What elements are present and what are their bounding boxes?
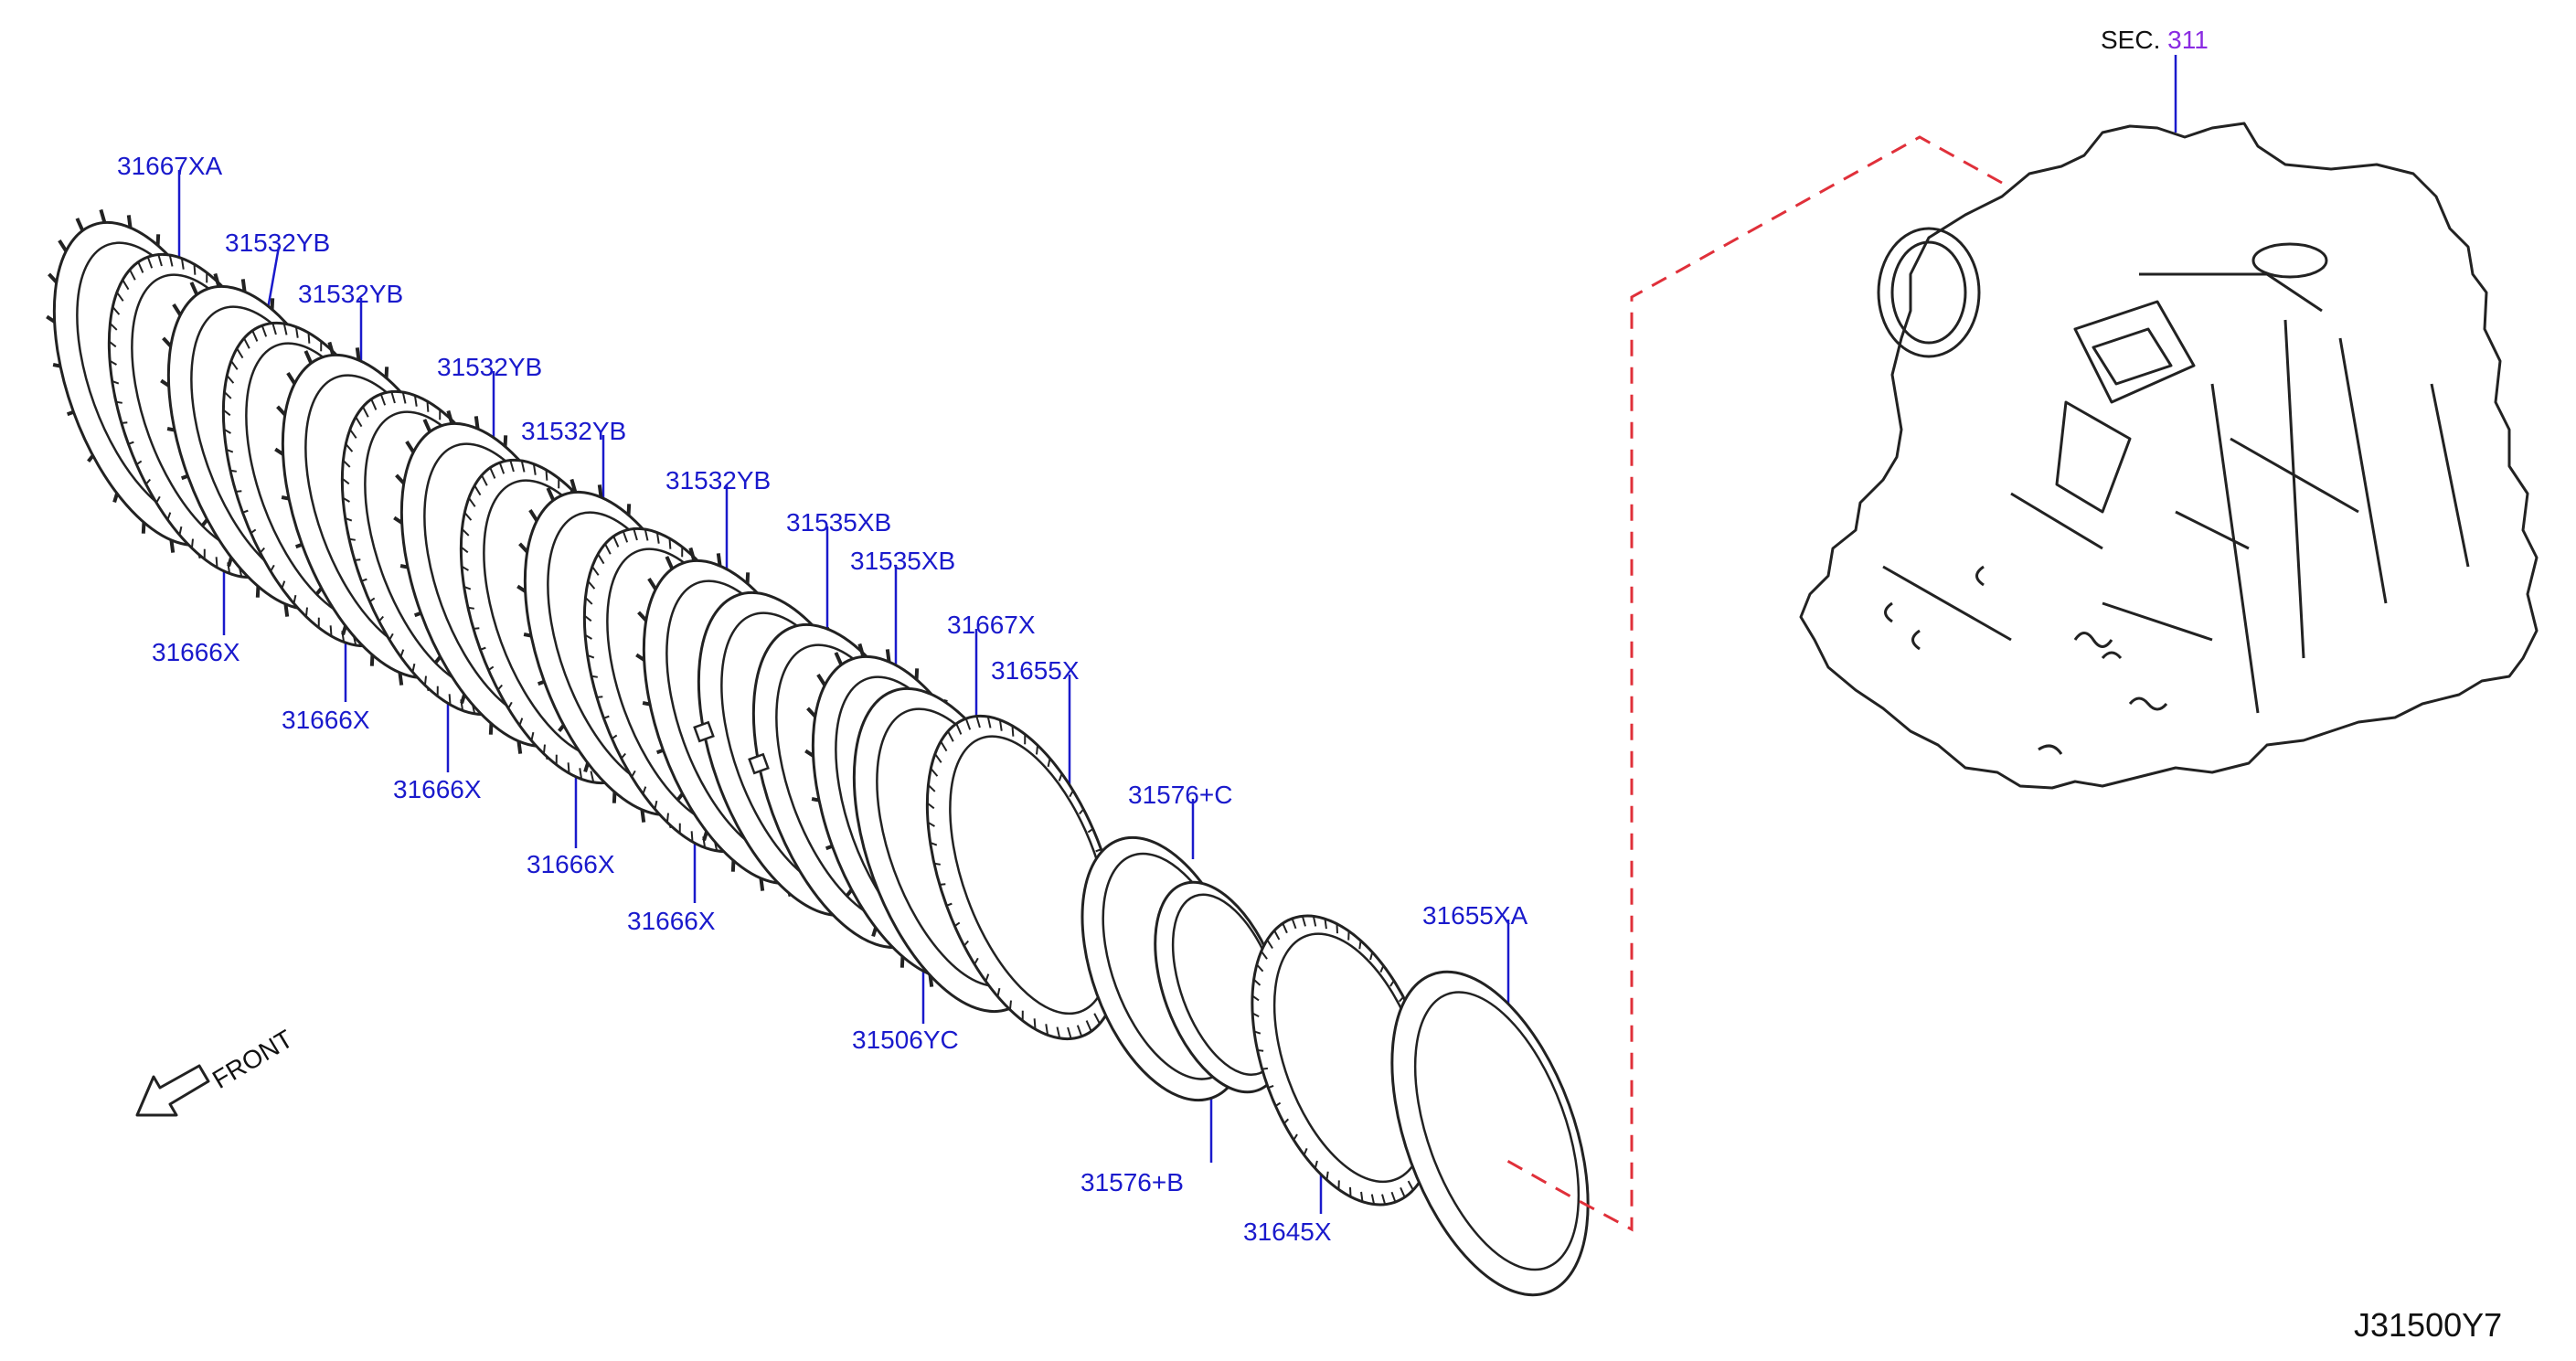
callout-31666x-4: 31666X [527,850,615,878]
section-reference[interactable]: SEC. 311 [2101,27,2209,53]
case-bell-inner [1890,240,1967,345]
case-bell-opening [1877,227,1981,358]
callout-31535xb-2: 31535XB [850,547,956,575]
case-top-boss [2251,242,2328,279]
transmission-case [1799,55,2539,790]
piston-31645x [1251,914,1437,1207]
clutch-plate-stack [46,208,1590,1297]
front-arrow-icon [135,1064,210,1117]
callout-31667xa: 31667XA [117,152,223,180]
case-ribs [1882,272,2470,714]
callout-31576b: 31576+B [1080,1168,1184,1196]
callout-31532yb-2: 31532YB [298,280,404,308]
callout-31655x: 31655X [991,656,1080,685]
callout-31666x-5: 31666X [627,907,716,935]
callout-31576c: 31576+C [1128,781,1233,809]
section-number[interactable]: 311 [2167,26,2209,54]
callout-31655xa: 31655XA [1422,901,1528,930]
callout-31532yb-3: 31532YB [437,353,543,381]
retainer-31655xa [1390,970,1590,1297]
callout-31666x-1: 31666X [152,638,240,666]
callout-31532yb-4: 31532YB [521,417,627,445]
callout-31506yc: 31506YC [852,1026,959,1054]
callout-31667x: 31667X [947,611,1036,639]
callout-31666x-2: 31666X [282,706,370,734]
case-details [1884,565,2168,755]
section-prefix: SEC. [2101,26,2161,54]
plate-31655x [925,714,1123,1041]
diagram-code: J31500Y7 [2354,1306,2503,1344]
callout-31535xb-1: 31535XB [786,508,892,537]
callout-31532yb-1: 31532YB [225,229,331,257]
callout-31645x: 31645X [1243,1217,1332,1246]
case-outline [1799,122,2539,790]
callout-31666x-3: 31666X [393,775,482,803]
alignment-dashed-line [1498,135,2003,1232]
callout-31532yb-5: 31532YB [665,466,772,494]
leader-lines [177,170,1510,1214]
